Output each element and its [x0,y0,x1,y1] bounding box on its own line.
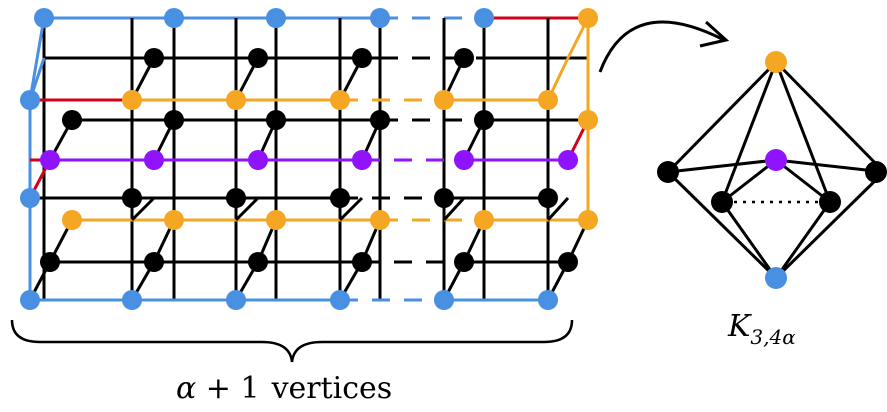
vertex-blue [538,290,558,310]
vertex-blue [765,267,787,289]
vertex-orange [578,8,598,28]
curly-brace-icon [10,319,574,363]
vertex-blue [20,188,40,208]
vertex-black [122,188,142,208]
vertex-blue [226,290,246,310]
back-layer [42,16,590,218]
vertex-black [144,48,164,68]
vertex-black [248,252,268,272]
vertex-black [144,252,164,272]
vertex-black [865,161,887,183]
vertex-black [164,110,184,130]
vertex-orange [474,210,494,230]
graph-label: K3,4α [727,309,796,349]
vertex-blue [20,290,40,310]
vertex-black [352,252,372,272]
vertex-purple [248,150,268,170]
vertex-black [711,191,733,213]
vertex-orange [164,210,184,230]
vertex-black [454,252,474,272]
vertex-black [558,252,578,272]
vertex-orange [538,90,558,110]
brace-label: α + 1 vertices [176,371,392,406]
vertices [20,8,598,310]
vertex-orange [578,110,598,130]
vertex-black [474,110,494,130]
vertex-orange [370,210,390,230]
horizontal-rows [30,98,588,302]
vertex-black [330,188,350,208]
vertex-black [538,188,558,208]
vertices-word: vertices [271,371,393,406]
vertex-black [266,110,286,130]
vertex-purple [144,150,164,170]
vertex-black [454,48,474,68]
plus-one-text: + 1 [196,371,259,406]
complete-bipartite-vertices [657,51,887,289]
vertex-black [657,161,679,183]
vertex-blue [20,90,40,110]
vertex-blue [474,8,494,28]
vertex-orange [578,210,598,230]
vertex-purple [352,150,372,170]
vertex-blue [434,290,454,310]
vertex-black [40,252,60,272]
vertex-orange [226,90,246,110]
vertex-black [352,48,372,68]
vertex-black [248,48,268,68]
vertex-black [226,188,246,208]
alpha-symbol: α [176,371,196,406]
vertex-black [434,188,454,208]
curved-arrow-icon [598,20,730,73]
vertex-purple [454,150,474,170]
complete-bipartite-graph [666,60,886,280]
vertex-blue [122,290,142,310]
vertex-blue [34,8,54,28]
vertex-orange [62,210,82,230]
vertex-blue [330,290,350,310]
graph-subscript: 3,4α [750,325,796,349]
graph-name: K [727,309,752,344]
vertex-blue [164,8,184,28]
vertex-purple [765,149,787,171]
vertex-orange [266,210,286,230]
vertex-orange [330,90,350,110]
vertex-orange [434,90,454,110]
vertex-blue [370,8,390,28]
vertex-blue [266,8,286,28]
vertex-black [370,110,390,130]
vertex-purple [40,150,60,170]
vertex-orange [765,51,787,73]
vertex-orange [122,90,142,110]
vertex-purple [558,150,578,170]
vertex-black [819,191,841,213]
vertex-black [62,110,82,130]
